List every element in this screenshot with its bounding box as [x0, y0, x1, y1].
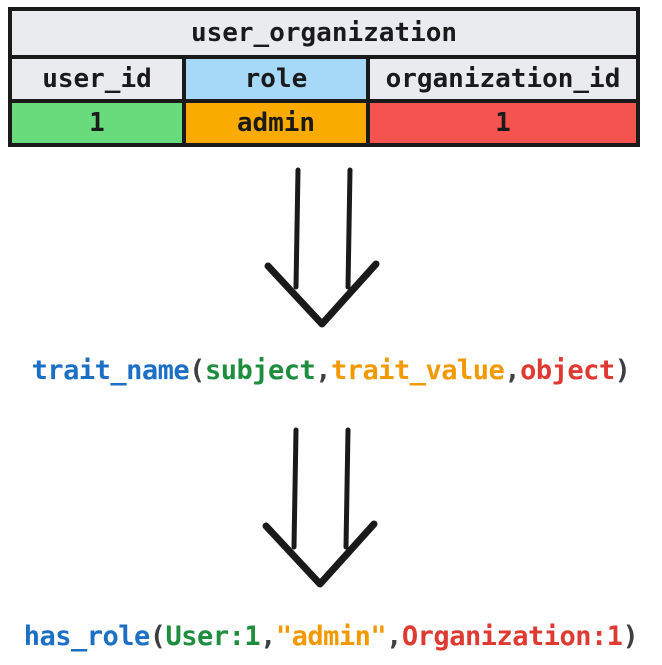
- code-token: object: [520, 355, 615, 386]
- down-arrow-icon: [264, 167, 380, 328]
- user-organization-table: user_organization user_id role organizat…: [8, 7, 641, 147]
- column-header-role: role: [181, 55, 370, 103]
- cell-organization-id: 1: [365, 99, 641, 147]
- cell-role: admin: [181, 99, 370, 147]
- down-arrow-icon: [262, 427, 378, 588]
- table-title: user_organization: [8, 7, 640, 59]
- code-token: ,: [315, 355, 331, 386]
- cell-user-id: 1: [8, 99, 186, 147]
- code-token: User:1: [165, 621, 261, 652]
- example-formula: has_role(User:1,"admin",Organization:1): [0, 616, 662, 658]
- code-token: "admin": [275, 621, 387, 652]
- code-token: ,: [386, 621, 402, 652]
- code-token: ): [614, 355, 631, 386]
- code-token: ): [622, 621, 639, 652]
- schema-formula: trait_name(subject,trait_value,object): [0, 350, 662, 392]
- code-token: trait_value: [331, 355, 505, 386]
- code-token: subject: [204, 355, 316, 386]
- table-value-row: 1 admin 1: [8, 99, 641, 147]
- code-token: ,: [504, 355, 521, 386]
- code-token: (: [149, 621, 166, 652]
- code-token: trait_name: [31, 355, 190, 386]
- code-token: ,: [260, 621, 276, 652]
- column-header-user-id: user_id: [8, 55, 186, 103]
- code-token: has_role: [23, 621, 151, 652]
- column-header-organization-id: organization_id: [365, 55, 641, 103]
- table-header-row: user_id role organization_id: [8, 55, 641, 103]
- code-token: (: [189, 355, 205, 386]
- table-title-row: user_organization: [8, 7, 640, 59]
- code-token: Organization:1: [401, 621, 623, 652]
